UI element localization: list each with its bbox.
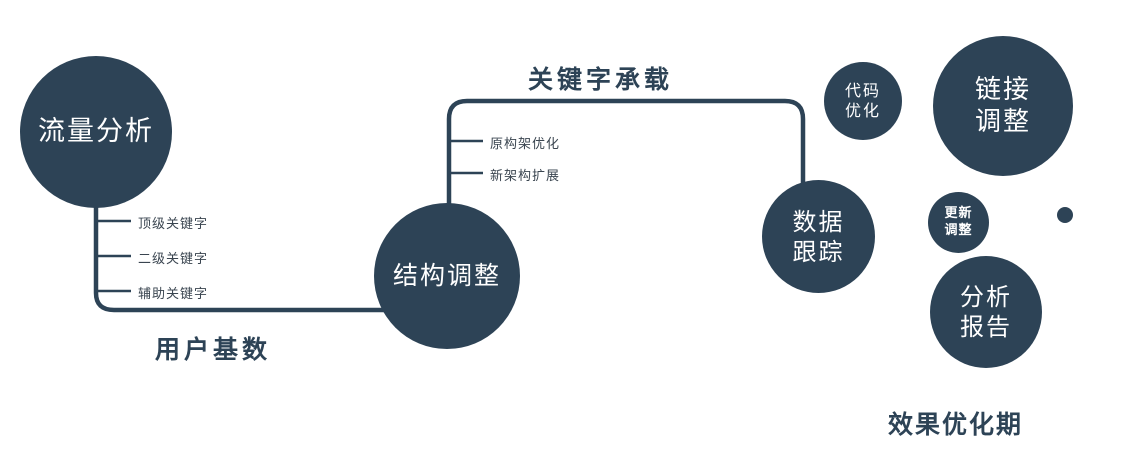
node-code-optimization-line1: 代码: [844, 81, 881, 100]
node-data-tracking-line2: 跟踪: [792, 237, 845, 266]
node-link-adjustment: 链接 调整: [933, 36, 1073, 176]
edge-label-keyword-carry: 关键字承载: [528, 65, 674, 94]
node-analysis-report-line1: 分析: [960, 283, 1012, 311]
tick-label-auxiliary-keywords: 辅助关键字: [138, 287, 209, 302]
tick-label-new-structure: 新架构扩展: [490, 169, 561, 184]
edge-traffic-to-structure: [93, 198, 450, 313]
node-update-adjustment: 更新 调整: [928, 192, 989, 253]
tick-label-original-structure: 原构架优化: [490, 137, 561, 152]
node-small-dot: [1057, 207, 1073, 223]
node-traffic-analysis-label: 流量分析: [38, 116, 154, 148]
node-traffic-analysis: 流量分析: [20, 56, 172, 208]
node-link-adjustment-line1: 链接: [974, 74, 1031, 105]
tick-label-secondary-keywords: 二级关键字: [138, 252, 209, 267]
node-code-optimization-line2: 优化: [844, 101, 881, 120]
node-update-adjustment-line1: 更新: [944, 206, 973, 222]
edge-label-effect-period: 效果优化期: [888, 410, 1024, 439]
edge-label-user-base: 用户基数: [155, 335, 272, 364]
node-data-tracking-line1: 数据: [792, 207, 845, 236]
node-analysis-report: 分析 报告: [930, 256, 1042, 368]
node-data-tracking: 数据 跟踪: [762, 180, 875, 293]
node-structure-adjustment-label: 结构调整: [392, 261, 501, 291]
node-code-optimization: 代码 优化: [824, 62, 902, 140]
node-link-adjustment-line2: 调整: [974, 107, 1031, 137]
edge-structure-to-tracking: [446, 98, 806, 208]
tick-label-top-keywords: 顶级关键字: [138, 217, 209, 232]
node-structure-adjustment: 结构调整: [374, 203, 520, 349]
node-update-adjustment-line2: 调整: [944, 222, 973, 238]
node-analysis-report-line2: 报告: [960, 313, 1012, 341]
